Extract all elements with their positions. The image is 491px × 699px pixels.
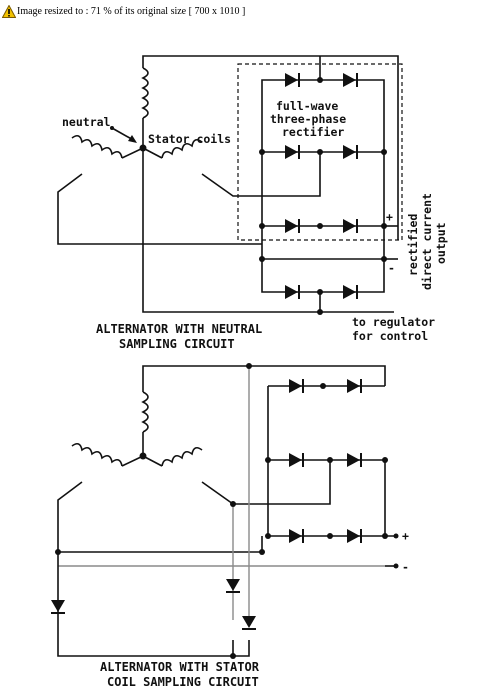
diode-sample-right — [242, 616, 256, 630]
stator-coil-a — [141, 55, 399, 240]
diode-b-low-1 — [289, 529, 304, 543]
stator-coil-c — [142, 138, 321, 197]
diode-sample-mid — [226, 579, 240, 593]
diode-low-1 — [285, 219, 300, 233]
bottom-caption-line-1: ALTERNATOR WITH STATOR — [100, 660, 260, 674]
plus-terminal-label-b: + — [402, 529, 409, 543]
diode-neutral-2 — [343, 285, 358, 299]
resize-notice-text: Image resized to : 71 % of its original … — [17, 5, 246, 17]
neutral-sampling-circuit: neutral Stator coils full-wave three-pha… — [57, 55, 448, 351]
neutral-label: neutral — [62, 115, 111, 129]
regulator-label-1: to regulator — [352, 315, 435, 329]
output-label-2: direct current — [420, 193, 434, 290]
diode-b-mid-2 — [347, 453, 362, 467]
warning-triangle-icon — [2, 4, 16, 18]
rectifier-label-1: full-wave — [276, 99, 338, 113]
stator-coil-b — [57, 134, 262, 245]
rectifier-label-3: rectifier — [282, 125, 344, 139]
plus-terminal-label: + — [386, 210, 393, 224]
top-caption-line-1: ALTERNATOR WITH NEUTRAL — [96, 322, 262, 336]
resize-notice: Image resized to : 71 % of its original … — [2, 2, 245, 20]
diode-top-2 — [343, 73, 358, 87]
diode-b-mid-1 — [289, 453, 304, 467]
regulator-label-2: for control — [352, 329, 428, 343]
diode-b-top-1 — [289, 379, 304, 393]
output-label-1: rectified — [406, 214, 420, 276]
bottom-caption-line-2: COIL SAMPLING CIRCUIT — [107, 675, 259, 689]
minus-terminal-label-b: - — [402, 560, 409, 574]
diode-neutral-1 — [285, 285, 300, 299]
diode-low-2 — [343, 219, 358, 233]
top-caption-line-2: SAMPLING CIRCUIT — [119, 337, 235, 351]
diode-mid-1 — [285, 145, 300, 159]
output-label-3: output — [434, 222, 448, 264]
diode-mid-2 — [343, 145, 358, 159]
diode-b-top-2 — [347, 379, 362, 393]
rectifier-label-2: three-phase — [270, 112, 346, 126]
diode-top-1 — [285, 73, 300, 87]
rectifier-box — [237, 63, 403, 241]
diode-sample-left — [51, 600, 65, 614]
minus-terminal-label: - — [388, 261, 395, 275]
stator-coils-label: Stator coils — [148, 132, 231, 146]
diode-b-low-2 — [347, 529, 362, 543]
stator-coil-sampling-circuit: + - ALTERNATOR WITH STATOR COIL SAMPLING… — [51, 363, 409, 689]
